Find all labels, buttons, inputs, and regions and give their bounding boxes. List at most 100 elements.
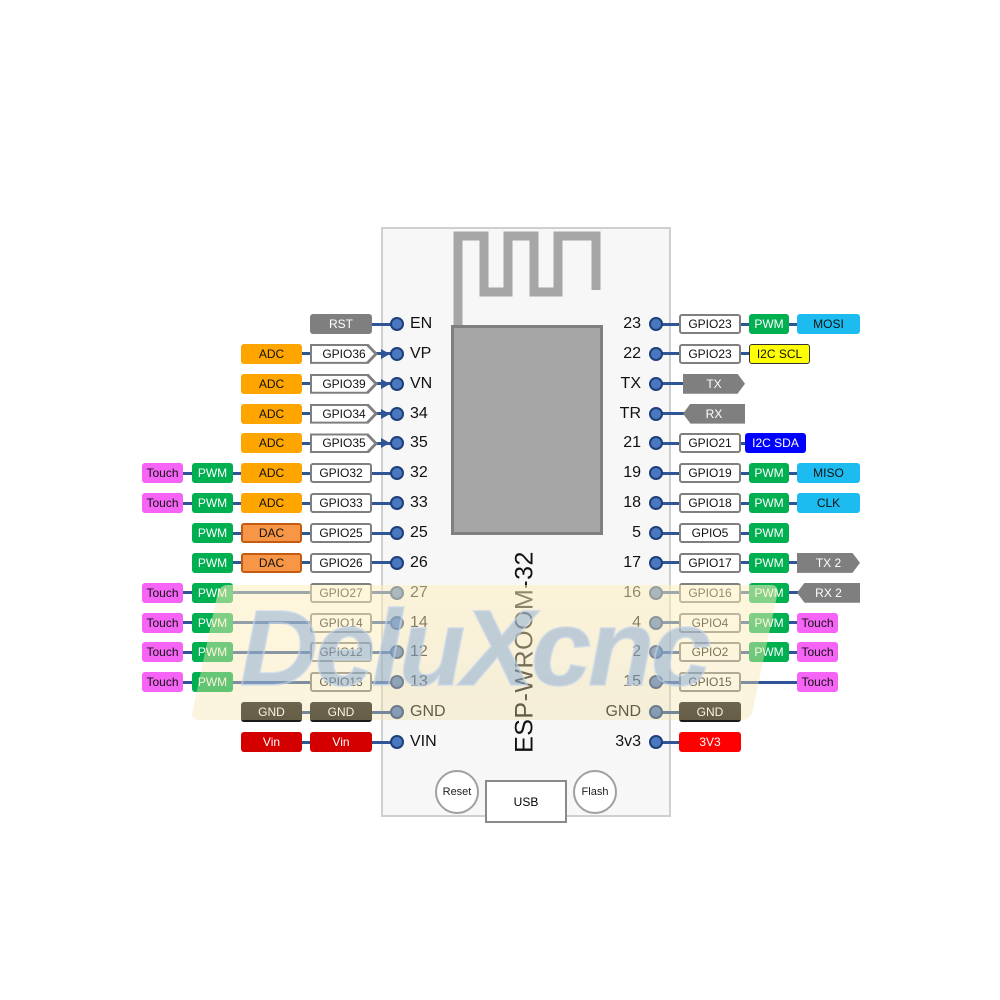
pin-header-dot[interactable] bbox=[390, 615, 404, 630]
pin-tag-gray: RX 2 bbox=[797, 582, 860, 603]
pin-tag-pwm: PWM bbox=[192, 612, 233, 633]
pin-header-dot[interactable] bbox=[390, 376, 404, 391]
pin-header-dot[interactable] bbox=[649, 585, 663, 600]
pin-tag-gpio: GPIO34 bbox=[310, 403, 378, 424]
pin-wire bbox=[656, 382, 709, 386]
pin-tag-gray: TX bbox=[683, 373, 745, 394]
pin-label: 18 bbox=[623, 494, 641, 512]
pin-tag-gpio: GPIO4 bbox=[679, 612, 741, 633]
pin-header-dot[interactable] bbox=[649, 466, 663, 481]
pin-tag-gnd: GND bbox=[679, 702, 741, 723]
pin-label: 27 bbox=[410, 583, 428, 601]
pin-label: 12 bbox=[410, 643, 428, 661]
pin-tag-gpio: GPIO39 bbox=[310, 373, 378, 394]
pin-label: 21 bbox=[623, 434, 641, 452]
pin-tag-pwm: PWM bbox=[749, 523, 789, 544]
pin-tag-pwm: PWM bbox=[192, 552, 233, 573]
input-arrow-icon bbox=[381, 348, 390, 359]
pin-label: 19 bbox=[623, 464, 641, 482]
pin-header-dot[interactable] bbox=[390, 317, 404, 331]
pin-tag-pwm: PWM bbox=[192, 523, 233, 544]
pin-tag-gpio: GPIO33 bbox=[310, 493, 372, 514]
pin-label: 25 bbox=[410, 524, 428, 542]
pin-label: 33 bbox=[410, 494, 428, 512]
pin-tag-gpio: GPIO17 bbox=[679, 552, 741, 573]
pin-tag-sda: I2C SDA bbox=[745, 433, 806, 454]
pin-header-dot[interactable] bbox=[649, 555, 663, 570]
pin-tag-spi: MISO bbox=[797, 463, 860, 484]
pin-label: 16 bbox=[623, 583, 641, 601]
pin-wire bbox=[656, 471, 827, 475]
pin-label: 26 bbox=[410, 553, 428, 571]
pin-header-dot[interactable] bbox=[649, 317, 663, 331]
pin-header-dot[interactable] bbox=[390, 436, 404, 451]
pin-tag-text: GPIO36 bbox=[312, 345, 375, 362]
pin-tag-touch: Touch bbox=[797, 642, 838, 663]
pin-header-dot[interactable] bbox=[390, 496, 404, 511]
pin-tag-gpio: GPIO12 bbox=[310, 642, 372, 663]
pin-label: 2 bbox=[632, 643, 641, 661]
pin-label: 5 bbox=[632, 524, 641, 542]
pin-tag-gray: RST bbox=[310, 314, 372, 334]
pin-tag-adc: ADC bbox=[241, 463, 302, 484]
pin-tag-pwm: PWM bbox=[749, 493, 789, 514]
antenna-trace bbox=[453, 231, 601, 326]
module-name: ESP-WROOM-32 bbox=[510, 551, 539, 753]
pin-tag-touch: Touch bbox=[142, 463, 183, 484]
usb-port: USB bbox=[485, 780, 567, 823]
pin-wire bbox=[656, 501, 827, 505]
pin-tag-adc: ADC bbox=[241, 433, 302, 454]
pin-tag-vin: Vin bbox=[310, 732, 372, 753]
pin-tag-text: GPIO34 bbox=[312, 405, 375, 422]
pin-header-dot[interactable] bbox=[390, 406, 404, 421]
pin-tag-gpio: GPIO15 bbox=[679, 672, 741, 693]
pin-header-dot[interactable] bbox=[390, 466, 404, 481]
pin-wire bbox=[656, 412, 709, 416]
pin-header-dot[interactable] bbox=[649, 526, 663, 541]
pin-wire bbox=[656, 561, 827, 565]
pin-label: VIN bbox=[410, 733, 437, 751]
pin-label: GND bbox=[605, 703, 641, 721]
pin-tag-gpio: GPIO18 bbox=[679, 493, 741, 514]
pin-tag-pwm: PWM bbox=[192, 642, 233, 663]
pin-label: VN bbox=[410, 374, 433, 392]
pin-tag-gpio: GPIO35 bbox=[310, 433, 378, 454]
pin-tag-gpio: GPIO19 bbox=[679, 463, 741, 484]
pin-tag-gpio: GPIO32 bbox=[310, 463, 372, 484]
pin-header-dot[interactable] bbox=[649, 346, 663, 361]
pin-header-dot[interactable] bbox=[390, 555, 404, 570]
pin-header-dot[interactable] bbox=[390, 526, 404, 541]
pin-tag-dac: DAC bbox=[241, 523, 302, 544]
pin-tag-adc: ADC bbox=[241, 403, 302, 424]
pin-tag-pwm: PWM bbox=[749, 463, 789, 484]
pin-header-dot[interactable] bbox=[390, 585, 404, 600]
pin-label: 34 bbox=[410, 404, 428, 422]
pin-tag-gnd: GND bbox=[310, 702, 372, 723]
pin-header-dot[interactable] bbox=[649, 735, 663, 750]
pin-header-dot[interactable] bbox=[649, 496, 663, 511]
input-arrow-icon bbox=[381, 438, 390, 449]
pin-tag-pwm: PWM bbox=[192, 463, 233, 484]
pin-label: TX bbox=[620, 374, 641, 392]
pin-label: 23 bbox=[623, 315, 641, 332]
pin-label: 35 bbox=[410, 434, 428, 452]
flash-button[interactable]: Flash bbox=[573, 770, 617, 814]
pin-header-dot[interactable] bbox=[649, 436, 663, 451]
reset-button[interactable]: Reset bbox=[435, 770, 479, 814]
pin-header-dot[interactable] bbox=[390, 735, 404, 750]
pin-tag-spi: MOSI bbox=[797, 314, 860, 334]
pin-header-dot[interactable] bbox=[649, 406, 663, 421]
pin-label: EN bbox=[410, 315, 433, 332]
pin-tag-pwm: PWM bbox=[192, 672, 233, 693]
pin-header-dot[interactable] bbox=[390, 346, 404, 361]
pin-tag-touch: Touch bbox=[797, 612, 838, 633]
pin-tag-gpio: GPIO36 bbox=[310, 343, 378, 364]
pin-label: 22 bbox=[623, 344, 641, 362]
pin-label: 3v3 bbox=[615, 733, 641, 751]
pin-tag-gray: TX 2 bbox=[797, 552, 860, 573]
pin-tag-gpio: GPIO2 bbox=[679, 642, 741, 663]
pin-header-dot[interactable] bbox=[649, 376, 663, 391]
pin-header-dot[interactable] bbox=[649, 615, 663, 630]
pin-tag-gpio: GPIO25 bbox=[310, 523, 372, 544]
pin-tag-gpio: GPIO27 bbox=[310, 582, 372, 603]
